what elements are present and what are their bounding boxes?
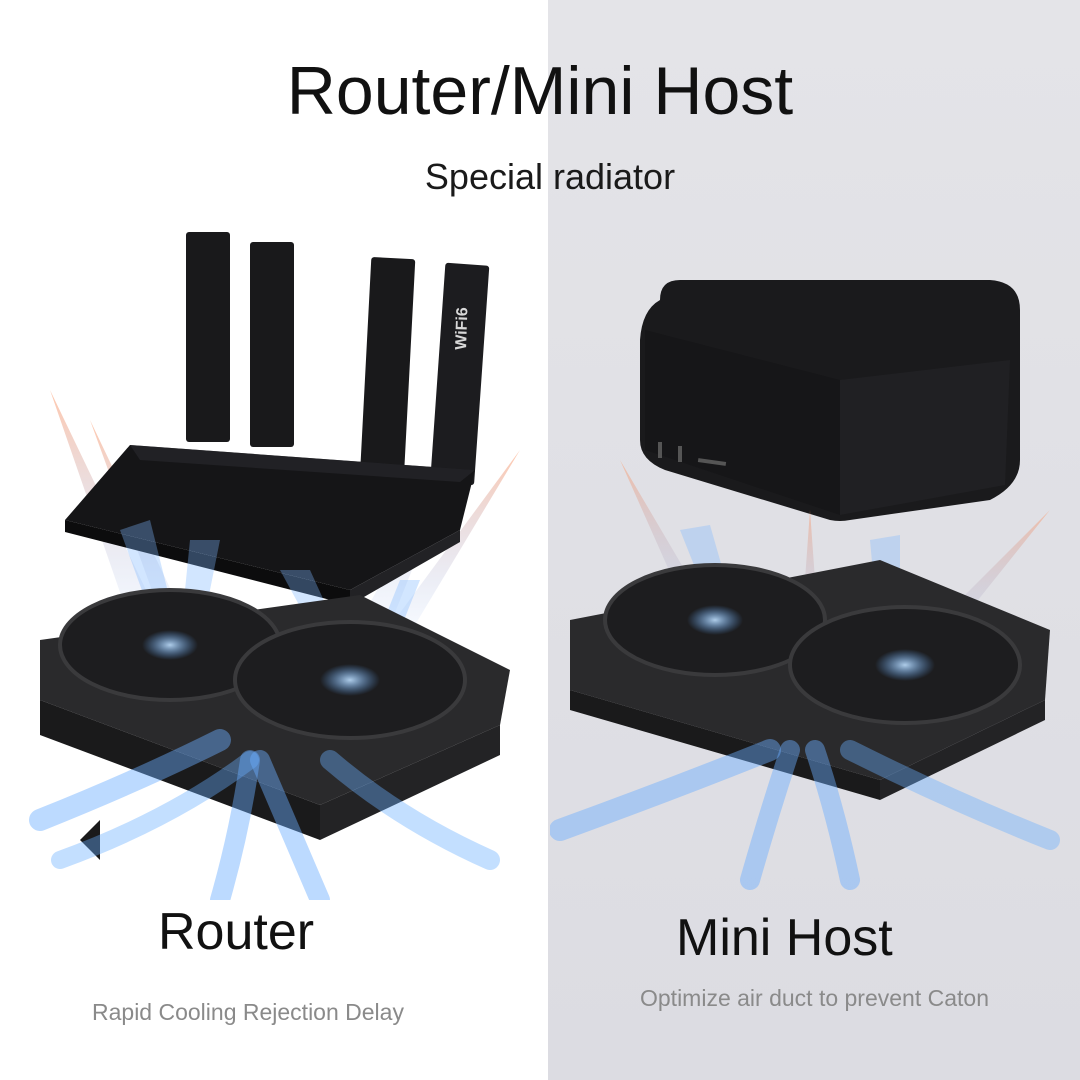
page-subtitle: Special radiator bbox=[424, 156, 676, 197]
wifi6-badge: WiFi6 bbox=[453, 307, 471, 350]
router-description: Rapid Cooling Rejection Delay bbox=[92, 999, 404, 1025]
router-scene: WiFi6 bbox=[29, 232, 520, 900]
right-panel bbox=[548, 0, 1080, 1080]
mini-host-device bbox=[640, 280, 1020, 521]
router-antennas: WiFi6 bbox=[186, 232, 490, 486]
mini-host-label: Mini Host bbox=[676, 909, 893, 967]
router-device bbox=[65, 445, 475, 605]
card-slot bbox=[697, 458, 727, 466]
page-title: Router/Mini Host bbox=[286, 53, 794, 129]
usb-port bbox=[658, 442, 662, 458]
mini-host-cooler bbox=[570, 560, 1050, 800]
intake-airflow bbox=[550, 739, 1060, 890]
router-cooler bbox=[40, 588, 510, 860]
usb-port bbox=[678, 446, 682, 462]
mini-host-description: Optimize air duct to prevent Caton bbox=[640, 985, 989, 1011]
intake-airflow bbox=[29, 729, 500, 900]
mini-host-scene bbox=[550, 280, 1060, 890]
router-label: Router bbox=[158, 903, 315, 961]
